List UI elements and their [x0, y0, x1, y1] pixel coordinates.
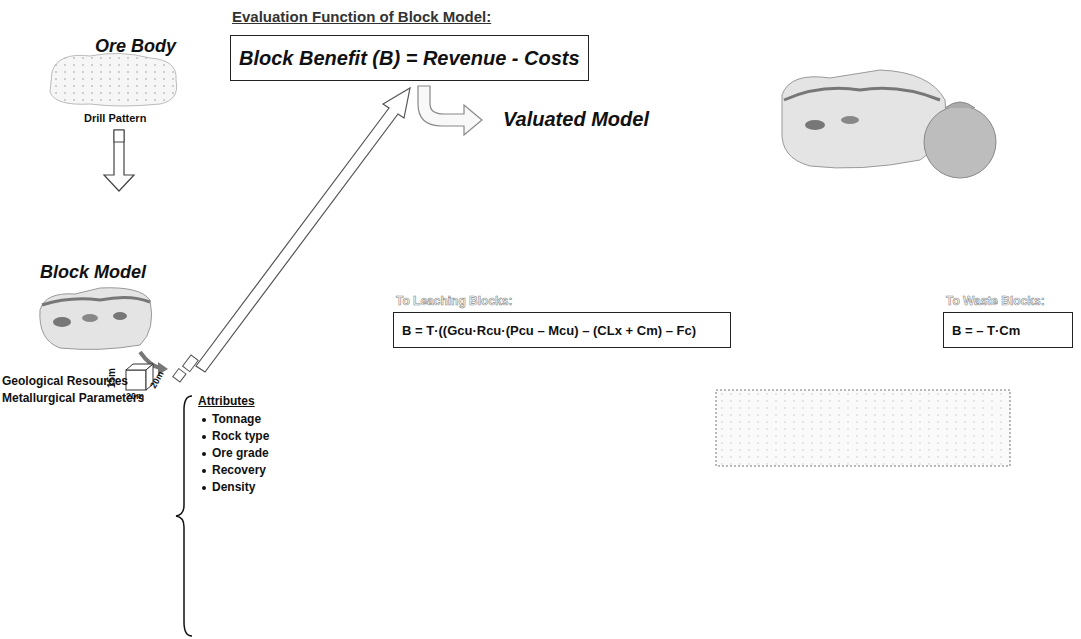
drill-pattern	[50, 53, 177, 106]
formula-box: To Leaching Blocks:B = T·((Gcu·Rcu·(Pcu …	[393, 312, 731, 348]
ore-spot	[53, 317, 71, 327]
ore-spot	[805, 120, 825, 130]
hollow-diagonal-arrow	[173, 88, 410, 382]
money-bag-neck	[945, 102, 975, 108]
curved-hollow-arrow	[418, 86, 482, 135]
diagram-title: Evaluation Function of Block Model:	[232, 8, 491, 25]
label: Rock type	[212, 429, 269, 443]
formula-box: Block Benefit (B) = Revenue - Costs	[230, 35, 589, 81]
block-model-top	[42, 297, 150, 305]
valuated-model-top	[784, 88, 940, 100]
label: Tonnage	[212, 412, 261, 426]
label: Valuated Model	[503, 108, 649, 131]
label: Ore Body	[95, 36, 176, 57]
money-bag	[924, 106, 996, 178]
box-text: Block Benefit (B) = Revenue - Costs	[239, 47, 580, 70]
ore-spot	[841, 116, 859, 124]
label: Drill Pattern	[84, 112, 146, 124]
label: Ore grade	[212, 446, 269, 460]
ore-spot	[113, 312, 127, 320]
ore-body	[50, 53, 177, 106]
formula-box: To Waste Blocks:B = – T·Cm	[943, 312, 1073, 348]
bullets	[202, 418, 206, 490]
box-heading: To Leaching Blocks:	[396, 294, 512, 308]
valuated-model	[782, 70, 946, 168]
label: Density	[212, 480, 255, 494]
label: Recovery	[212, 463, 266, 477]
brace	[176, 396, 192, 636]
hollow-arrow	[104, 130, 134, 191]
label: 15m	[106, 368, 117, 388]
ore-spot	[82, 314, 98, 322]
box-text: B = – T·Cm	[952, 323, 1020, 338]
label: Block Model	[40, 262, 146, 283]
panel-texture	[716, 390, 1010, 466]
empty-panel	[716, 390, 1010, 466]
label: Metallurgical Parameters	[2, 391, 144, 405]
label: 20m	[126, 391, 144, 401]
block-model	[40, 288, 152, 350]
box-heading: To Waste Blocks:	[946, 294, 1045, 308]
arrow-segment	[114, 130, 124, 142]
label: Attributes	[198, 394, 255, 408]
box-text: B = T·((Gcu·Rcu·(Pcu – Mcu) – (CLx + Cm)…	[402, 323, 696, 338]
